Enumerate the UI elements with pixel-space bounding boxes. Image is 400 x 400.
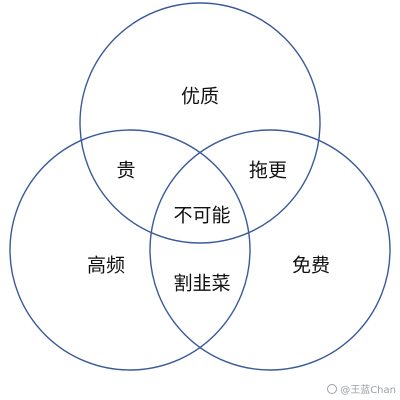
weibo-icon xyxy=(327,383,338,394)
label-top-only: 优质 xyxy=(180,85,220,108)
label-center: 不可能 xyxy=(173,204,231,227)
watermark-text: @王蓝Chan xyxy=(340,385,396,396)
circle-left xyxy=(9,129,251,371)
circle-top xyxy=(79,2,321,244)
watermark: @王蓝Chan xyxy=(327,381,396,396)
label-left-right: 割韭菜 xyxy=(173,272,231,295)
label-top-right: 拖更 xyxy=(248,159,288,182)
label-left-only: 高频 xyxy=(86,254,126,277)
label-right-only: 免费 xyxy=(291,254,331,277)
label-top-left: 贵 xyxy=(116,159,136,182)
circle-right xyxy=(149,129,391,371)
